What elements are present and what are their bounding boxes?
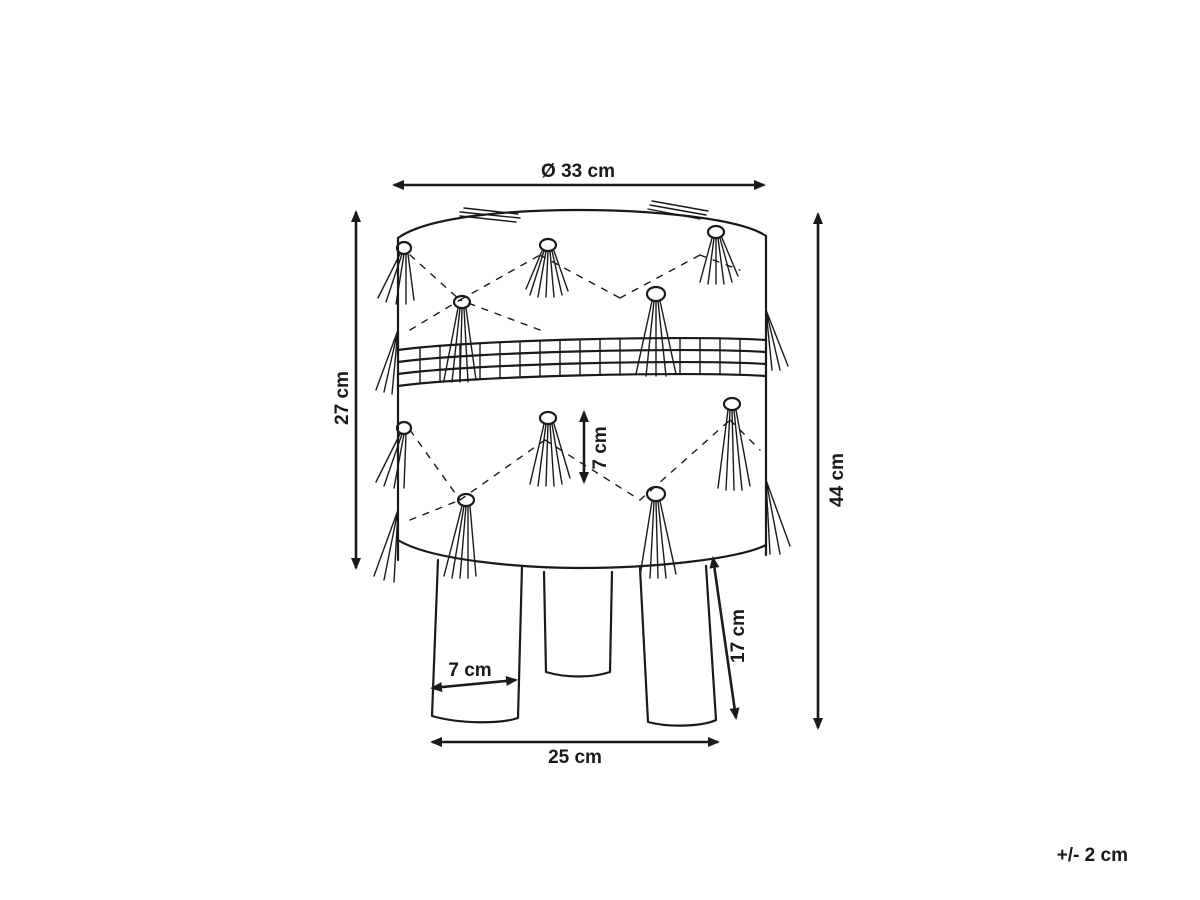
tassel	[699, 224, 739, 285]
leg-height-label: 17 cm	[728, 609, 749, 663]
tassel	[525, 237, 569, 298]
back-center-leg	[542, 570, 614, 678]
tassel	[459, 207, 521, 223]
total-height-label: 44 cm	[827, 453, 848, 507]
seat-bottom-edge	[396, 538, 768, 570]
tassel	[765, 479, 791, 555]
tassel	[373, 509, 399, 583]
tassel	[529, 410, 571, 487]
tassel	[375, 420, 413, 489]
tassel	[717, 396, 751, 491]
seat-height-label: 27 cm	[332, 371, 353, 425]
tassels	[373, 200, 791, 583]
stool-illustration	[373, 200, 791, 727]
legs	[430, 558, 718, 727]
front-left-leg	[430, 558, 524, 724]
braided-band	[396, 336, 768, 388]
dimension-labels: Ø 33 cm 27 cm 44 cm 7 cm 7 cm 17 cm 25 c…	[332, 161, 1128, 866]
leg-width-line	[430, 675, 518, 693]
tassel-length-label: 7 cm	[590, 426, 611, 469]
diamond-pattern-lower	[409, 419, 761, 521]
tassel	[765, 309, 789, 371]
base-width-label: 25 cm	[548, 747, 602, 768]
tassel	[443, 492, 477, 579]
leg-width-label: 7 cm	[448, 660, 491, 681]
leg-height-line	[709, 556, 740, 720]
seat-top-edge	[396, 208, 768, 240]
tassel	[635, 285, 677, 377]
top-diameter-label: Ø 33 cm	[541, 161, 615, 182]
tassel	[377, 240, 415, 305]
tassel	[647, 200, 709, 220]
diamond-pattern-upper	[409, 254, 741, 331]
tolerance-note: +/- 2 cm	[1057, 845, 1128, 866]
dimension-lines	[351, 180, 823, 747]
tassel	[443, 294, 477, 383]
tassel	[375, 329, 399, 395]
front-right-leg	[638, 564, 718, 727]
tassel	[639, 485, 677, 579]
